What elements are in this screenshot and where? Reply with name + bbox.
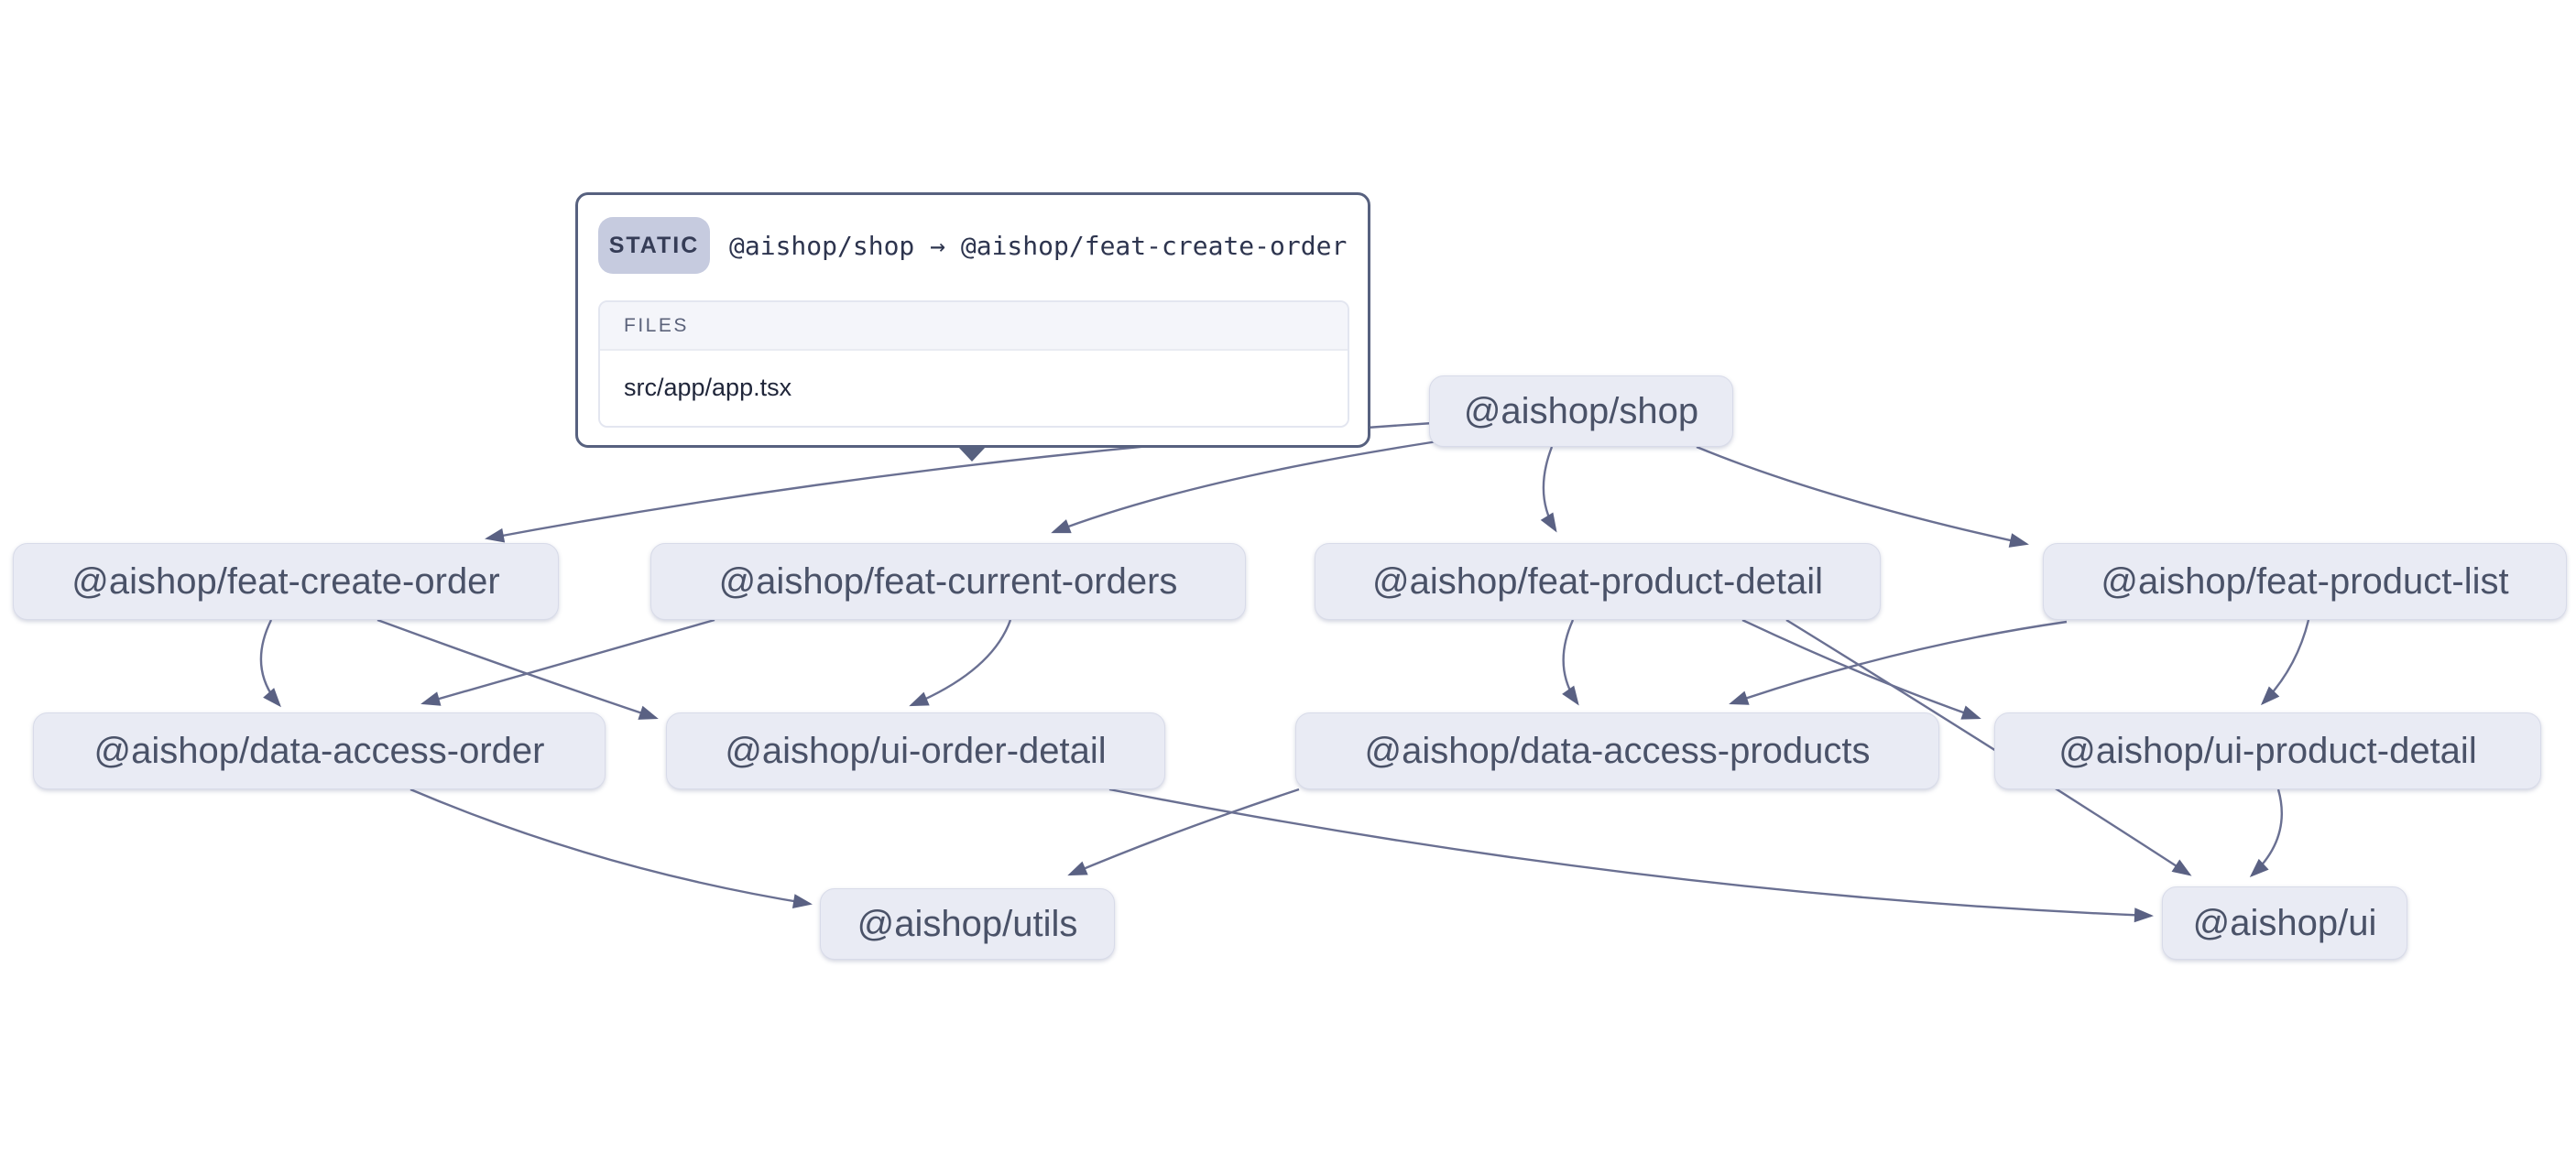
edge-tooltip: STATIC @aishop/shop → @aishop/feat-creat… — [575, 192, 1370, 448]
graph-node-utils[interactable]: @aishop/utils — [820, 888, 1115, 960]
graph-node-ui-product-detail[interactable]: @aishop/ui-product-detail — [1994, 712, 2541, 789]
edge-feat-product-list-to-ui-product-detail[interactable] — [2260, 619, 2310, 706]
graph-node-shop[interactable]: @aishop/shop — [1429, 375, 1733, 447]
edge-feat-create-order-to-data-access-order[interactable] — [259, 619, 281, 708]
edge-shop-to-feat-current-orders[interactable] — [1051, 436, 1463, 534]
edge-ui-order-detail-to-ui[interactable] — [1108, 788, 2154, 923]
edge-feat-current-orders-to-ui-order-detail[interactable] — [909, 619, 1012, 707]
edge-data-access-products-to-utils[interactable] — [1067, 788, 1300, 876]
edge-data-access-order-to-utils[interactable] — [409, 788, 813, 909]
graph-node-feat-create-order[interactable]: @aishop/feat-create-order — [13, 543, 559, 620]
edge-feat-create-order-to-ui-order-detail[interactable] — [377, 618, 659, 720]
files-section-label: FILES — [600, 302, 1348, 351]
graph-node-ui[interactable]: @aishop/ui — [2162, 886, 2407, 960]
graph-node-ui-order-detail[interactable]: @aishop/ui-order-detail — [666, 712, 1165, 789]
edge-feat-product-list-to-data-access-products[interactable] — [1729, 620, 2068, 705]
graph-node-feat-product-detail[interactable]: @aishop/feat-product-detail — [1315, 543, 1881, 620]
edge-feat-product-detail-to-ui-product-detail[interactable] — [1741, 618, 1981, 720]
dependency-type-badge: STATIC — [598, 217, 710, 274]
edge-tooltip-header: STATIC @aishop/shop → @aishop/feat-creat… — [598, 217, 1349, 274]
dependency-relationship-text: @aishop/shop → @aishop/feat-create-order — [729, 230, 1348, 261]
graph-node-data-access-order[interactable]: @aishop/data-access-order — [33, 712, 606, 789]
file-row: src/app/app.tsx — [600, 351, 1348, 426]
edge-feat-current-orders-to-data-access-order[interactable] — [420, 618, 715, 706]
graph-node-data-access-products[interactable]: @aishop/data-access-products — [1295, 712, 1939, 789]
edge-shop-to-feat-product-list[interactable] — [1696, 445, 2029, 548]
edge-shop-to-feat-product-detail[interactable] — [1540, 446, 1557, 533]
edge-ui-product-detail-to-ui[interactable] — [2249, 788, 2283, 878]
files-list: src/app/app.tsx — [600, 351, 1348, 426]
graph-node-feat-product-list[interactable]: @aishop/feat-product-list — [2043, 543, 2567, 620]
graph-node-feat-current-orders[interactable]: @aishop/feat-current-orders — [650, 543, 1246, 620]
files-box: FILES src/app/app.tsx — [598, 300, 1349, 428]
edge-feat-product-detail-to-data-access-products[interactable] — [1562, 619, 1579, 706]
tooltip-pointer-icon — [958, 447, 986, 462]
